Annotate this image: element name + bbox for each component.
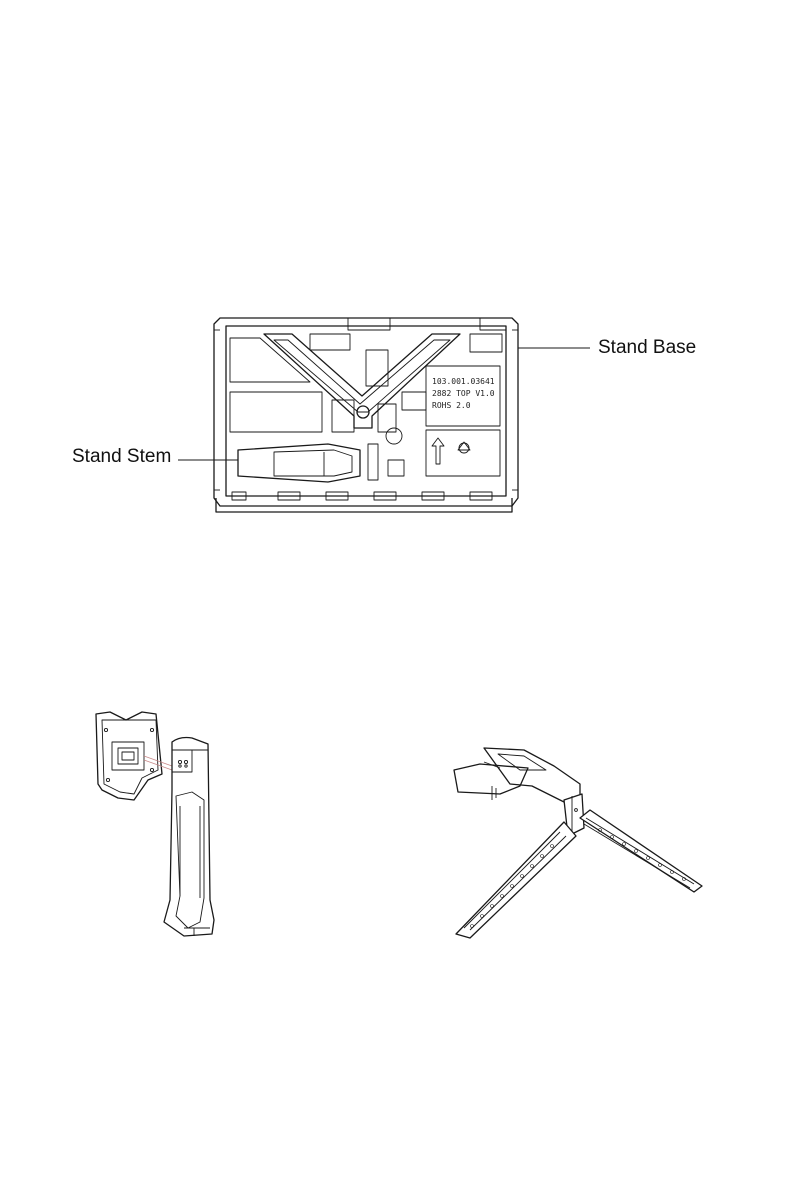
stand-stem-label: Stand Stem <box>72 446 171 468</box>
stand-stem-illustration <box>80 700 230 950</box>
base-right-leg <box>580 810 702 892</box>
stem-arm <box>164 738 214 937</box>
stand-base-label: Stand Base <box>598 337 696 359</box>
vesa-mount-plate <box>96 712 172 800</box>
packing-tray-illustration: 103.001.03641 2882 TOP V1.0 ROHS 2.0 <box>60 300 740 540</box>
tray-frame <box>214 318 518 512</box>
tray-label-line1: 103.001.03641 <box>432 377 495 386</box>
stand-base-illustration <box>440 740 710 940</box>
base-mount-bracket <box>454 748 580 802</box>
tray-label-line3: ROHS 2.0 <box>432 401 471 410</box>
tray-label-line2: 2882 TOP V1.0 <box>432 389 495 398</box>
base-left-leg <box>456 822 576 938</box>
